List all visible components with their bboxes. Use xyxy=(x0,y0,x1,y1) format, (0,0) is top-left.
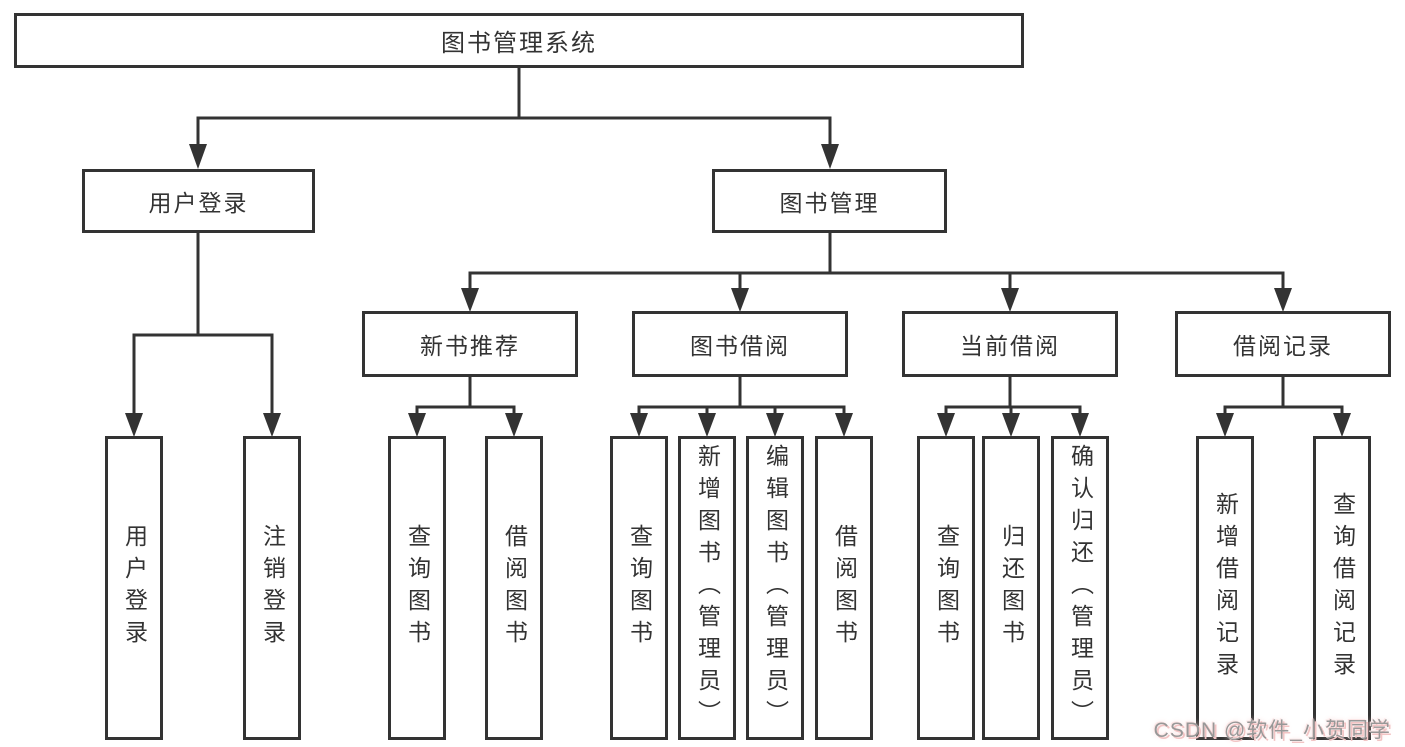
leaf-logout: 注销登录 xyxy=(243,436,301,740)
leaf-add-books-admin-label: 新增图书（管理员） xyxy=(694,444,721,732)
leaf-query-borrow-record: 查询借阅记录 xyxy=(1313,436,1371,740)
node-root-system: 图书管理系统 xyxy=(14,13,1024,68)
node-book-borrow: 图书借阅 xyxy=(632,311,848,377)
node-book-management: 图书管理 xyxy=(712,169,947,233)
node-book-management-label: 图书管理 xyxy=(779,190,880,216)
leaf-borrow-books: 借阅图书 xyxy=(815,436,873,740)
node-current-borrow-label: 当前借阅 xyxy=(960,333,1060,359)
leaf-query-books-borrow: 查询图书 xyxy=(610,436,668,740)
leaf-return-books-label: 归还图书 xyxy=(998,524,1025,652)
leaf-query-borrow-record-label: 查询借阅记录 xyxy=(1329,492,1356,684)
leaf-return-books: 归还图书 xyxy=(982,436,1040,740)
leaf-user-login-label: 用户登录 xyxy=(121,524,148,652)
leaf-add-books-admin: 新增图书（管理员） xyxy=(678,436,736,740)
leaf-add-borrow-record-label: 新增借阅记录 xyxy=(1212,492,1239,684)
node-root-label: 图书管理系统 xyxy=(441,30,597,57)
leaf-query-books-current: 查询图书 xyxy=(917,436,975,740)
leaf-borrow-books-label: 借阅图书 xyxy=(831,524,858,652)
node-borrow-records: 借阅记录 xyxy=(1175,311,1391,377)
leaf-query-books-recommend: 查询图书 xyxy=(388,436,446,740)
leaf-confirm-return-admin: 确认归还（管理员） xyxy=(1051,436,1109,740)
node-borrow-records-label: 借阅记录 xyxy=(1233,333,1333,359)
node-new-book-recommend: 新书推荐 xyxy=(362,311,578,377)
leaf-logout-label: 注销登录 xyxy=(259,524,286,652)
node-user-login-label: 用户登录 xyxy=(148,190,249,216)
leaf-edit-books-admin: 编辑图书（管理员） xyxy=(746,436,804,740)
leaf-query-books-current-label: 查询图书 xyxy=(933,524,960,652)
leaf-user-login: 用户登录 xyxy=(105,436,163,740)
leaf-query-books-recommend-label: 查询图书 xyxy=(404,524,431,652)
leaf-borrow-books-recommend: 借阅图书 xyxy=(485,436,543,740)
node-current-borrow: 当前借阅 xyxy=(902,311,1118,377)
leaf-confirm-return-admin-label: 确认归还（管理员） xyxy=(1067,444,1094,732)
leaf-edit-books-admin-label: 编辑图书（管理员） xyxy=(762,444,789,732)
leaf-query-books-borrow-label: 查询图书 xyxy=(626,524,653,652)
leaf-add-borrow-record: 新增借阅记录 xyxy=(1196,436,1254,740)
node-new-book-recommend-label: 新书推荐 xyxy=(420,333,520,359)
node-user-login: 用户登录 xyxy=(82,169,315,233)
node-book-borrow-label: 图书借阅 xyxy=(690,333,790,359)
leaf-borrow-books-recommend-label: 借阅图书 xyxy=(501,524,528,652)
csdn-watermark: CSDN @软件_小贺同学 xyxy=(1153,719,1391,742)
